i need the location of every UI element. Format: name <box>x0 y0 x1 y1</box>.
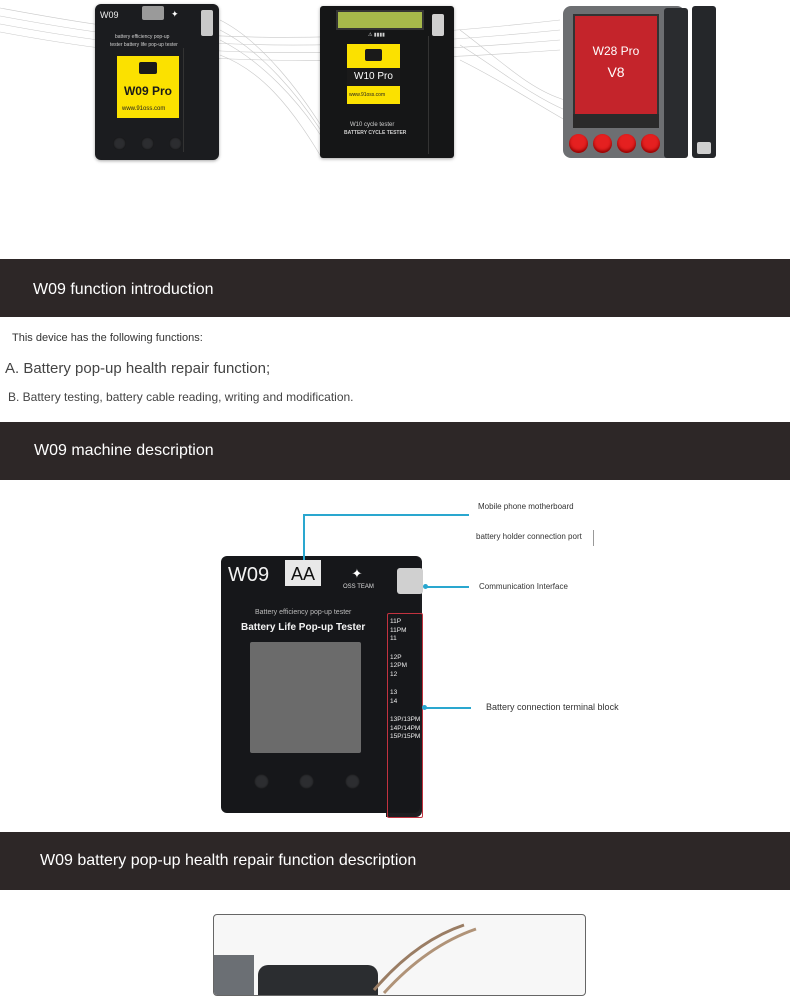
product-w09-image: W09 ✦ battery efficiency pop-up tester b… <box>95 4 219 160</box>
product-w09-line1: battery efficiency pop-up <box>115 34 170 40</box>
product-w10-terminal-strip <box>428 36 451 154</box>
product-w09-line2: tester battery life pop-up tester <box>110 42 178 48</box>
product-w28-info-bar <box>573 114 659 128</box>
w09-label-big: Battery Life Pop-up Tester <box>241 622 366 633</box>
function-item-b: B. Battery testing, battery cable readin… <box>8 390 354 404</box>
product-w10-caption1: W10 cycle tester <box>350 122 395 128</box>
repair-photo-phone <box>258 965 378 995</box>
terminal-label: 14P/14PM <box>390 724 421 732</box>
w09-label-small: Battery efficiency pop-up tester <box>255 609 352 616</box>
product-w09-button-2 <box>141 137 154 150</box>
product-w09-screen: W09 Pro www.91oss.com <box>117 56 179 118</box>
terminal-label: 13 <box>390 689 398 696</box>
section-title-machine: W09 machine description <box>34 442 214 459</box>
product-w28-button-2 <box>593 134 612 153</box>
product-w10-screen: W10 Pro www.91oss.com <box>347 44 400 104</box>
usb-c-port-icon <box>697 142 711 154</box>
terminal-block-highlight: 11P 11PM 11 12P 12PM 12 13 14 13P/13PM 1… <box>387 613 423 818</box>
leader-dot-terminal <box>422 705 427 710</box>
terminal-label: 13P/13PM <box>390 716 421 723</box>
oss-logo-icon: ✦ <box>171 9 179 19</box>
leader-dot-comm <box>423 584 428 589</box>
terminal-label: 12PM <box>390 662 407 669</box>
w09-button-3 <box>345 774 360 789</box>
annotation-motherboard: Mobile phone motherboard <box>478 502 574 511</box>
usb-c-port-icon <box>397 568 423 594</box>
product-w28-button-4 <box>641 134 660 153</box>
product-w10-image: ⚠ ▮▮▮▮ W10 Pro www.91oss.com W10 cycle t… <box>320 6 454 158</box>
section-header-intro: W09 function introduction <box>0 259 790 317</box>
oss-team-logo-icon <box>139 62 157 74</box>
w09-screen <box>250 642 361 753</box>
oss-team-logo-icon: ✦ <box>351 566 363 581</box>
product-w10-caption2: BATTERY CYCLE TESTER <box>344 130 407 136</box>
usb-port-icon <box>142 6 164 20</box>
usb-c-port-icon <box>432 14 444 36</box>
annotation-holder-divider <box>593 530 594 546</box>
product-w09-model: W09 <box>100 10 119 20</box>
product-w28-screen: W28 Pro V8 <box>573 14 659 116</box>
section-header-repair: W09 battery pop-up health repair functio… <box>0 832 790 890</box>
annotation-terminal: Battery connection terminal block <box>486 702 619 712</box>
battery-holder-port: AA <box>285 560 321 586</box>
product-w09-screen-label: W09 Pro <box>123 84 172 98</box>
product-w10-lcd <box>336 10 424 30</box>
terminal-label: 12 <box>390 670 398 678</box>
product-w28-screen-label-1: W28 Pro <box>592 44 640 58</box>
w09-brand-label: OSS TEAM <box>343 584 374 590</box>
annotation-holder: battery holder connection port <box>476 532 582 541</box>
product-w09-button-1 <box>113 137 126 150</box>
product-w10-screen-label: W10 Pro <box>347 68 400 86</box>
section-header-machine: W09 machine description <box>0 422 790 480</box>
repair-photo-fixture <box>214 955 254 995</box>
w09-model-label: W09 <box>228 564 270 586</box>
repair-photo <box>213 914 586 996</box>
terminal-label: 11PM <box>390 626 407 634</box>
product-w09-url: www.91oss.com <box>122 106 166 112</box>
terminal-label: 11P <box>390 618 402 625</box>
product-w28-screen-label-2: V8 <box>607 64 625 80</box>
section-title-intro: W09 function introduction <box>33 281 214 298</box>
w09-device-image: W09 AA ✦ OSS TEAM Battery efficiency pop… <box>221 556 420 813</box>
leader-line-terminal <box>425 707 471 709</box>
intro-lead-text: This device has the following functions: <box>12 332 203 344</box>
terminal-label: 11 <box>390 635 397 642</box>
leader-line-motherboard-horizontal <box>303 514 469 516</box>
product-w28-flex-board <box>692 6 716 158</box>
oss-team-logo-icon <box>365 49 382 61</box>
terminal-label: 14 <box>390 697 398 705</box>
product-w28-cable-board <box>664 8 688 158</box>
w09-button-2 <box>299 774 314 789</box>
leader-line-comm <box>425 586 469 588</box>
product-w28-button-3 <box>617 134 636 153</box>
product-w28-button-1 <box>569 134 588 153</box>
w09-button-1 <box>254 774 269 789</box>
product-w09-terminal-strip <box>183 48 198 152</box>
usb-c-port-icon <box>201 10 213 36</box>
function-item-a: A. Battery pop-up health repair function… <box>5 360 271 377</box>
terminal-label-list: 11P 11PM 11 12P 12PM 12 13 14 13P/13PM 1… <box>390 618 421 742</box>
caution-icon: ⚠ ▮▮▮▮ <box>368 32 385 38</box>
repair-photo-cables <box>372 923 477 995</box>
terminal-label: 12P <box>390 653 402 661</box>
leader-line-motherboard-vertical <box>303 514 305 560</box>
annotation-comm: Communication Interface <box>479 582 568 591</box>
product-w10-url: www.91oss.com <box>349 92 386 98</box>
section-title-repair: W09 battery pop-up health repair functio… <box>40 852 417 869</box>
product-w09-button-3 <box>169 137 182 150</box>
terminal-label: 15P/15PM <box>390 733 421 740</box>
